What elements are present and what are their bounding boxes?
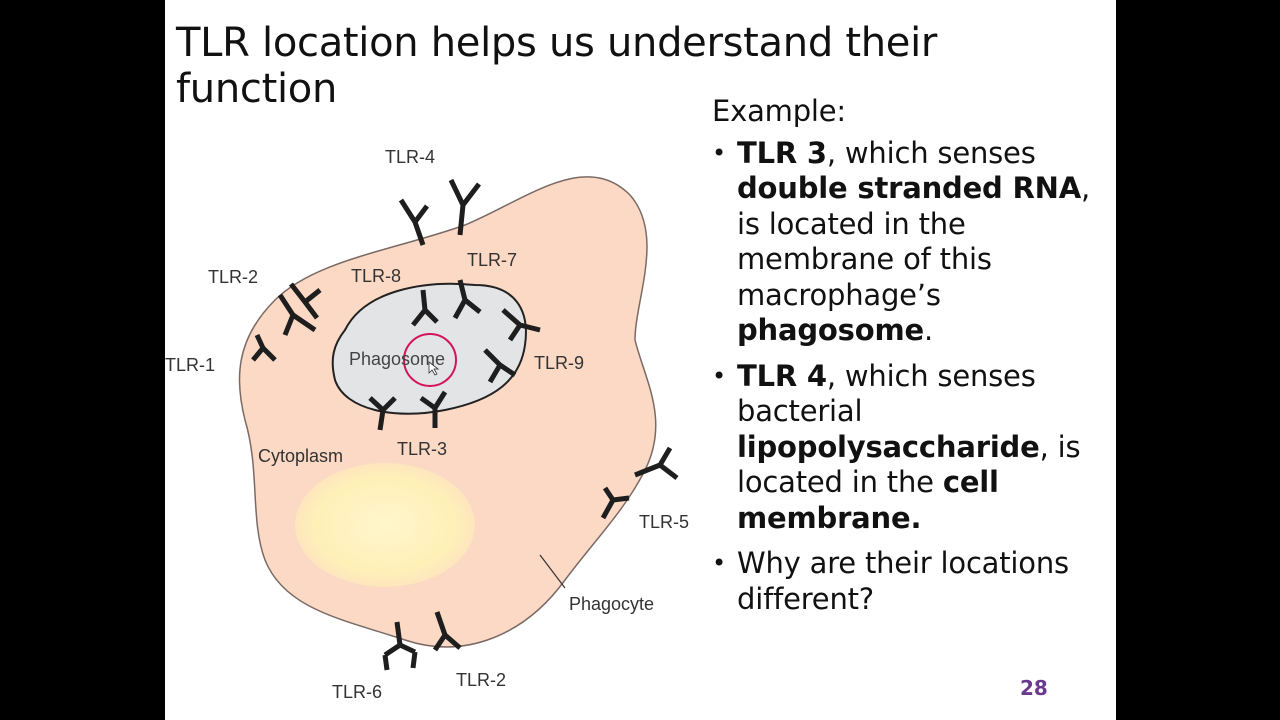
b1-dsrna: double stranded RNA [737, 171, 1081, 205]
b2-cell-membrane: cell membrane. [737, 465, 999, 535]
tlr8-receptor [411, 289, 439, 327]
tlr6-receptor [382, 621, 418, 671]
tlr9-receptor-bottom [483, 348, 517, 384]
tlr3-receptor-left [368, 396, 397, 431]
b1-phagosome: phagosome [737, 313, 924, 347]
page-number: 28 [1020, 676, 1048, 700]
slide-title: TLR location helps us understand their f… [176, 20, 938, 112]
bullet-icon: • [712, 549, 726, 577]
phagocyte-cell [238, 176, 657, 648]
bullet-icon: • [712, 361, 726, 390]
label-phagosome: Phagosome [349, 349, 445, 369]
slide: TLR location helps us understand their f… [165, 0, 1116, 720]
label-tlr1: TLR-1 [165, 355, 215, 375]
tlr5-receptor-top [634, 446, 679, 480]
label-tlr6: TLR-6 [332, 682, 382, 702]
label-tlr9: TLR-9 [534, 353, 584, 373]
label-cytoplasm: Cytoplasm [258, 446, 343, 466]
label-tlr5: TLR-5 [639, 512, 689, 532]
bullet-tlr4: • TLR 4, which senses bacterial lipopoly… [712, 359, 1112, 537]
b1-period: . [923, 313, 933, 347]
tlr2-receptor-top-2 [289, 282, 322, 320]
tlr7-receptor [452, 279, 482, 320]
b1-tlr3: TLR 3 [737, 135, 827, 170]
tlr4-receptor-right [448, 178, 481, 236]
tlr1-receptor [251, 333, 277, 362]
tlr5-receptor-bottom [600, 486, 630, 520]
b1-senses: , which senses [826, 135, 1036, 170]
b2-tlr4: TLR 4 [737, 358, 827, 393]
tlr9-receptor-top [501, 308, 541, 342]
nucleus [295, 463, 475, 587]
bullet-tlr3: • TLR 3, which senses double stranded RN… [712, 136, 1112, 349]
label-tlr3: TLR-3 [397, 439, 447, 459]
cursor-ring [403, 333, 457, 387]
mouse-cursor-icon [428, 361, 440, 376]
bullet-question: • Why are their locations different? [712, 546, 1112, 617]
label-phagocyte: Phagocyte [569, 594, 654, 614]
bullet-icon: • [712, 138, 726, 167]
text-column: Example: • TLR 3, which senses double st… [712, 94, 1112, 627]
b2-location: , is located in the [737, 429, 1081, 500]
tlr-diagram: TLR-4 TLR-2 TLR-1 TLR-8 TLR-7 TLR-9 TLR-… [165, 147, 689, 702]
tlr3-receptor-right [419, 390, 448, 428]
label-tlr7: TLR-7 [467, 250, 517, 270]
tlr2-receptor-top [277, 293, 317, 336]
label-tlr2-top: TLR-2 [208, 267, 258, 287]
bullet-list: • TLR 3, which senses double stranded RN… [712, 136, 1112, 618]
b3-question: Why are their locations different? [737, 546, 1069, 616]
b2-senses: , which senses bacterial [737, 358, 1036, 429]
label-tlr4: TLR-4 [385, 147, 435, 167]
tlr4-receptor-left [398, 198, 429, 246]
tlr2-receptor-bottom [432, 611, 462, 652]
b2-lps: lipopolysaccharide [737, 429, 1040, 464]
label-tlr2-bottom: TLR-2 [456, 670, 506, 690]
phagocyte-pointer [539, 554, 566, 589]
example-heading: Example: [712, 94, 846, 128]
b1-location: , is located in the membrane of this mac… [737, 171, 1090, 312]
label-tlr8: TLR-8 [351, 266, 401, 286]
